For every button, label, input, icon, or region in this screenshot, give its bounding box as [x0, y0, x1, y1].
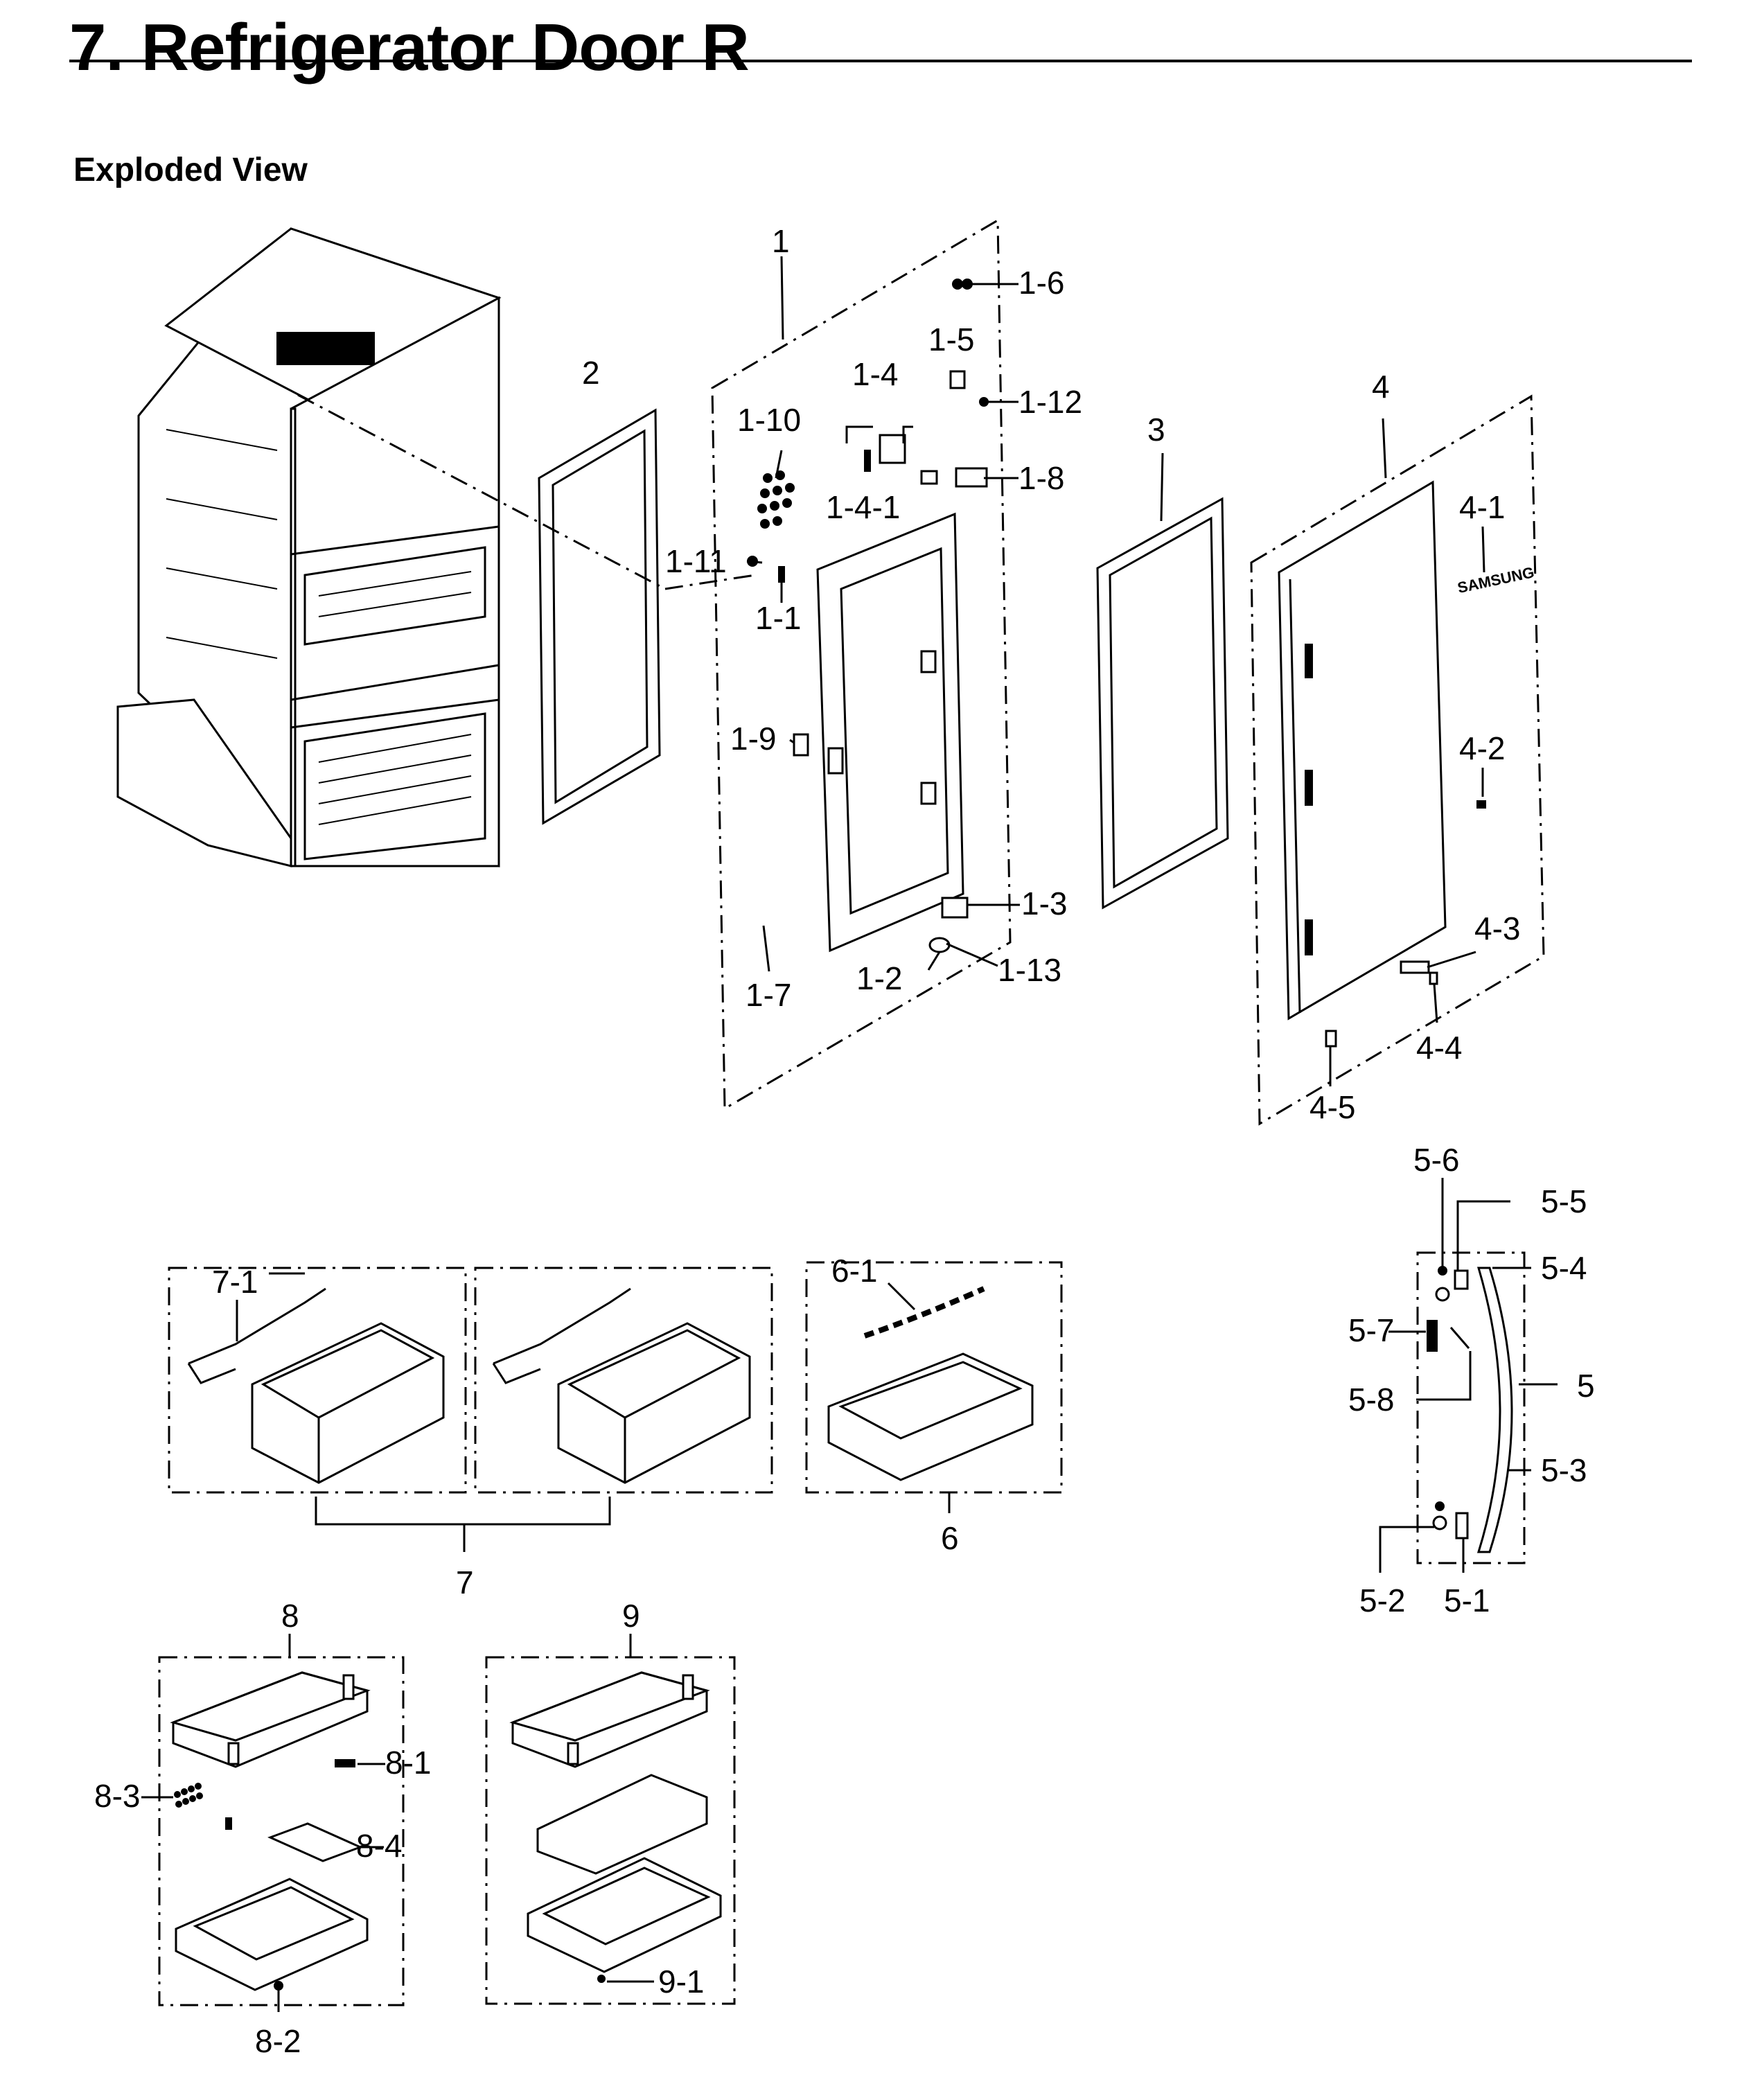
label-1-1: 1-1	[755, 600, 801, 636]
group-box-8	[158, 1656, 405, 2006]
label-1-7: 1-7	[746, 977, 791, 1013]
group-box-4	[1250, 394, 1545, 1126]
label-9: 9	[622, 1598, 640, 1634]
part-7-bin-right	[492, 1287, 751, 1484]
leaders-part-1	[746, 256, 1020, 971]
label-6: 6	[941, 1520, 959, 1556]
part-2-gasket	[538, 408, 661, 825]
label-1-2: 1-2	[856, 960, 902, 996]
part-1-small-parts	[747, 279, 989, 972]
label-1-8: 1-8	[1018, 460, 1064, 496]
label-5-3: 5-3	[1541, 1452, 1587, 1488]
group-box-1	[711, 218, 1012, 1111]
label-1-10: 1-10	[737, 402, 801, 438]
label-8-1: 8-1	[385, 1745, 431, 1781]
group-box-7-left	[168, 1267, 467, 1494]
label-3: 3	[1147, 412, 1165, 448]
label-5-4: 5-4	[1541, 1250, 1587, 1286]
label-1-13: 1-13	[998, 952, 1061, 988]
label-1-3: 1-3	[1021, 885, 1067, 921]
section-subtitle: Exploded View	[73, 152, 308, 188]
part-1-door-liner	[816, 512, 964, 953]
leaders-part-4	[1329, 418, 1485, 1086]
label-4-4: 4-4	[1416, 1030, 1462, 1066]
leader-2b	[664, 574, 756, 590]
part-7-bin-left	[187, 1287, 445, 1484]
label-4-3: 4-3	[1474, 910, 1520, 946]
group-box-9	[485, 1656, 736, 2005]
label-4-2: 4-2	[1459, 730, 1505, 766]
label-1-4: 1-4	[852, 356, 898, 392]
label-1-12: 1-12	[1018, 384, 1082, 420]
label-8-3: 8-3	[94, 1778, 140, 1814]
label-8-2: 8-2	[255, 2023, 301, 2059]
label-7-1: 7-1	[212, 1264, 258, 1300]
page-title: 7. Refrigerator Door R	[69, 10, 750, 85]
leaders-part-8	[141, 1634, 385, 2012]
leaders-part-6	[887, 1282, 951, 1513]
label-8: 8	[281, 1598, 299, 1634]
label-9-1: 9-1	[658, 1964, 704, 2000]
brand-mark: SAMSUNG	[1456, 563, 1535, 597]
label-5: 5	[1577, 1368, 1595, 1404]
label-1-9: 1-9	[730, 721, 776, 757]
label-1-6: 1-6	[1018, 265, 1064, 301]
part-6-bin	[827, 1286, 1034, 1481]
part-4-door-panel	[1278, 480, 1486, 1048]
label-4: 4	[1372, 369, 1390, 405]
label-2: 2	[582, 355, 600, 391]
part-3-gasket	[1096, 452, 1229, 910]
part-8-drawer	[170, 1671, 371, 1991]
part-9-drawer	[509, 1671, 722, 1983]
group-box-7-right	[474, 1267, 773, 1494]
callout-labels: 1 1-6 1-5 1-4 1-12 1-10 1-8 1-4-1 1-11 1…	[94, 223, 1595, 2059]
part-5-handle	[1427, 1266, 1513, 1553]
label-5-6: 5-6	[1413, 1142, 1459, 1178]
refrigerator-cabinet	[116, 227, 502, 867]
label-1-4-1: 1-4-1	[826, 489, 900, 525]
leaders-part-7	[236, 1272, 611, 1552]
label-1: 1	[772, 223, 790, 259]
label-1-11: 1-11	[665, 543, 727, 579]
screw-cluster-1-10	[757, 470, 795, 529]
label-5-1: 5-1	[1444, 1582, 1490, 1618]
label-5-7: 5-7	[1348, 1312, 1394, 1348]
label-1-5: 1-5	[928, 321, 974, 358]
leaders-part-5	[1379, 1178, 1558, 1573]
label-6-1: 6-1	[831, 1253, 877, 1289]
label-5-2: 5-2	[1359, 1582, 1405, 1618]
label-8-4: 8-4	[356, 1828, 402, 1864]
label-4-1: 4-1	[1459, 489, 1505, 525]
label-7: 7	[456, 1564, 474, 1600]
leaders-part-9	[607, 1634, 654, 1983]
label-5-5: 5-5	[1541, 1183, 1587, 1219]
title-rule	[69, 60, 1692, 62]
label-4-5: 4-5	[1309, 1089, 1355, 1125]
label-5-8: 5-8	[1348, 1382, 1394, 1418]
